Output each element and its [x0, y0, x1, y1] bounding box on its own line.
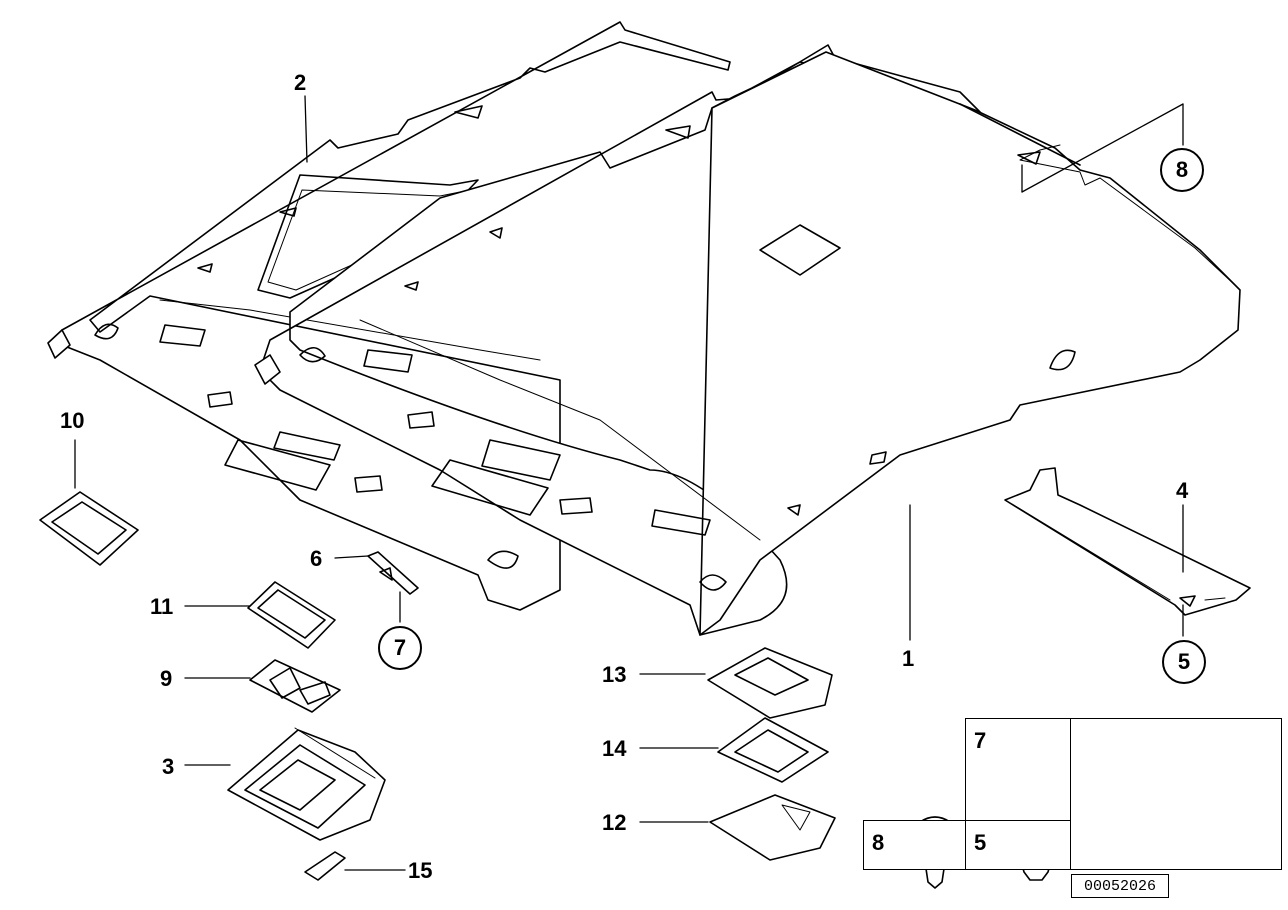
legend-box-screw: [965, 718, 1071, 821]
callout-8-circled: 8: [1160, 148, 1204, 192]
part-3-console: [227, 727, 386, 841]
callout-12: 12: [602, 810, 627, 835]
legend-box-rivet: [863, 820, 966, 870]
callout-1: 1: [902, 646, 915, 671]
callout-7-circled: 7: [378, 626, 422, 670]
callout-10: 10: [60, 408, 85, 433]
legend-box-clip: [965, 820, 1071, 870]
part-12-housing: [709, 794, 836, 861]
leader-lines: [74, 95, 1184, 871]
headliner-standard: [254, 44, 1241, 636]
callout-9: 9: [160, 666, 173, 691]
headliner-sunroof: [47, 21, 731, 611]
legend-box-car: [1070, 718, 1282, 870]
pillar-trim: [1004, 467, 1251, 616]
callout-13: 13: [602, 662, 627, 687]
legend-number-7: 7: [974, 728, 987, 753]
part-11-frame: [247, 581, 336, 649]
part-14-frame: [717, 717, 829, 783]
callout-2: 2: [294, 70, 307, 95]
legend-number-8: 8: [872, 830, 885, 855]
callout-11: 11: [150, 594, 174, 619]
callout-14: 14: [602, 736, 627, 761]
callout-15: 15: [408, 858, 433, 883]
part-9-cover: [249, 659, 341, 713]
part-10-frame: [39, 491, 139, 566]
legend-number-5: 5: [974, 830, 987, 855]
document-number: 00052026: [1071, 874, 1169, 898]
callout-3: 3: [162, 754, 175, 779]
part-15-light: [304, 851, 346, 881]
callout-5-circled: 5: [1162, 640, 1206, 684]
part-6-clip: [367, 551, 419, 595]
callout-4: 4: [1176, 478, 1189, 503]
part-13-gasket: [707, 647, 833, 719]
callout-6: 6: [310, 546, 323, 571]
